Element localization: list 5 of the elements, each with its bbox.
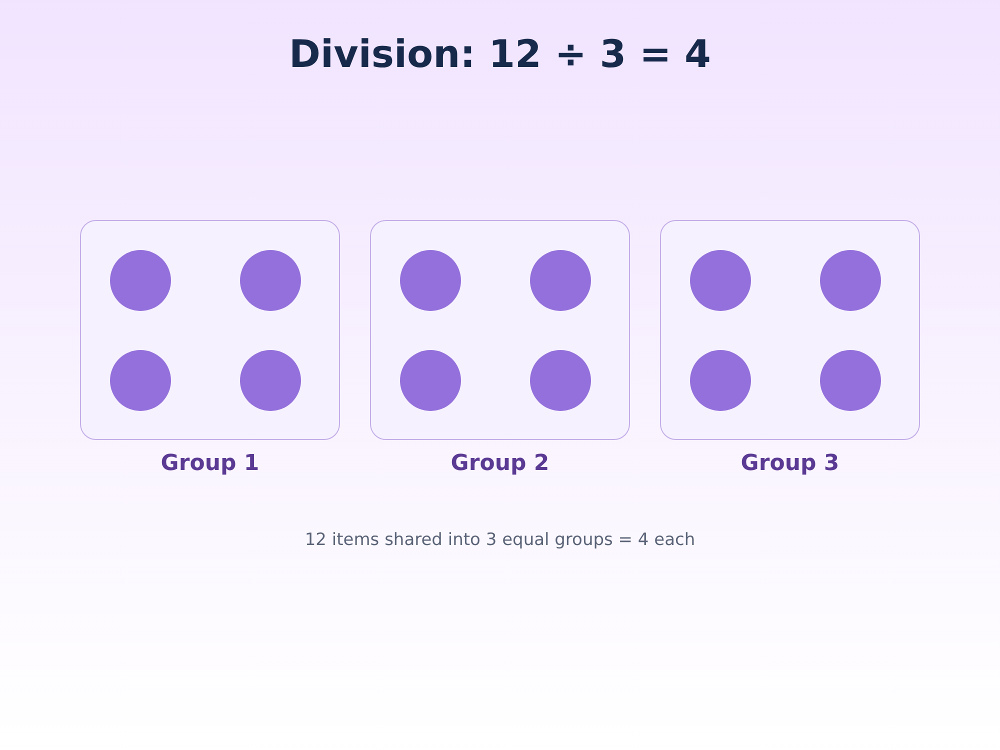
caption: 12 items shared into 3 equal groups = 4 each: [304, 530, 696, 550]
group-label: Group 1: [160, 451, 260, 476]
group-label: Group 2: [450, 451, 550, 476]
title: Division: 12 ÷ 3 = 4: [288, 32, 712, 76]
group-label: Group 3: [740, 451, 840, 476]
